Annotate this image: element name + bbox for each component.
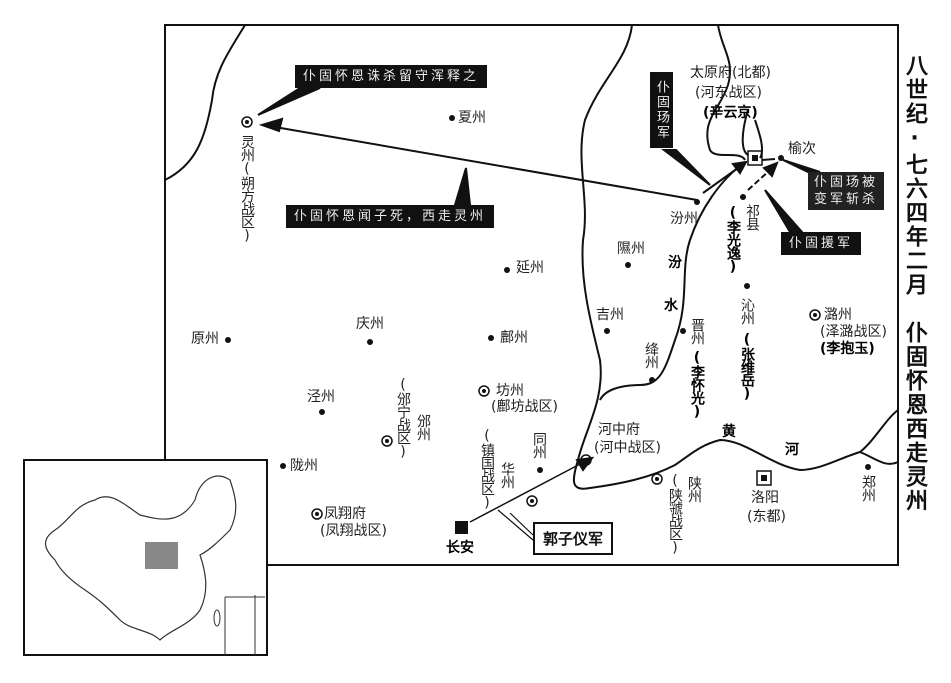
- label-jinzhou: 晋州: [689, 318, 705, 344]
- boundary-east: [706, 24, 746, 161]
- label-luoyang-alt: (东都): [747, 509, 786, 525]
- callout-line-2: 变军斩杀: [814, 192, 879, 207]
- label-huang-river-1: 黄: [722, 424, 736, 440]
- label-fengxiang: 凤翔府: [324, 506, 366, 522]
- label-yuci: 榆次: [788, 141, 816, 157]
- flee-arrow-line: [274, 126, 698, 201]
- map-title: 八世纪·七六四年二月 仆固怀恩西走灵州: [902, 54, 927, 513]
- label-taiyuan: 太原府(北都): [690, 65, 771, 81]
- callout2-pointer: [453, 167, 472, 206]
- label-fengxiang-zone: (凤翔战区): [320, 523, 387, 539]
- label-jizhou: 吉州: [596, 307, 624, 323]
- label-qixian-general: (李光逸): [725, 205, 741, 274]
- label-fen-river-2: 水: [664, 298, 678, 314]
- callout3-pointer: [661, 149, 711, 186]
- yellow-river-upper: [572, 24, 899, 490]
- label-hezhong: 河中府: [598, 422, 640, 438]
- label-zhengzhou: 郑州: [860, 475, 876, 501]
- label-huang-river-2: 河: [785, 442, 799, 458]
- changan-marker: [455, 521, 468, 534]
- label-huazhou-zone: (镇国战区): [479, 428, 495, 510]
- label-qixian: 祁县: [744, 204, 760, 230]
- label-binzhou: 邠州: [415, 414, 431, 440]
- label-binzhou-zone: (邠宁战区): [395, 377, 411, 459]
- label-jiangzhou: 绛州: [643, 342, 659, 368]
- label-changan: 长安: [446, 540, 474, 556]
- callout-killed-hun: 仆固怀恩诛杀留守浑释之: [295, 65, 488, 88]
- label-fuzhou: 鄜州: [500, 330, 528, 346]
- label-luzhou-zone: (泽潞战区): [820, 324, 887, 340]
- label-jinzhou-general: (李怀光): [689, 350, 705, 419]
- qixian-arrow-line: [747, 169, 771, 191]
- label-qinzhou: 沁州: [739, 298, 755, 324]
- guo-arrow-line: [469, 462, 583, 523]
- boundary-west: [164, 24, 246, 181]
- label-shanzhou-zone: (陕虢战区): [667, 473, 683, 555]
- label-fenzhou: 汾州: [670, 211, 698, 227]
- label-xizhou: 隰州: [617, 241, 645, 257]
- fenzhou-arrow-line: [702, 167, 739, 194]
- callout5-pointer: [764, 189, 805, 233]
- markers: [225, 115, 871, 534]
- flee-arrow-head: [258, 117, 284, 133]
- callout-guo-ziyi-army: 郭子仪军: [533, 522, 614, 555]
- label-lingzhou: 灵州(朔方战区): [239, 135, 255, 243]
- label-xiazhou: 夏州: [458, 110, 486, 126]
- callout4-pointer: [782, 159, 821, 173]
- label-luzhou: 潞州: [824, 307, 852, 323]
- yellow-river-branch: [859, 451, 899, 465]
- rivers-boundaries: [164, 24, 899, 490]
- callout-line-1: 仆固玚被: [814, 175, 879, 190]
- label-huazhou: 华州: [499, 462, 515, 488]
- map-frame: [164, 24, 899, 566]
- arrows: [257, 87, 821, 541]
- label-taiyuan-general: (辛云京): [703, 105, 758, 121]
- label-qingzhou: 庆州: [356, 316, 384, 332]
- label-luzhou-general: (李抱玉): [820, 341, 875, 357]
- label-hezhong-zone: (河中战区): [594, 440, 661, 456]
- label-luoyang: 洛阳: [751, 490, 779, 506]
- label-jingzhou: 泾州: [307, 389, 335, 405]
- label-qinzhou-general: (张维岳): [739, 332, 755, 401]
- label-longzhou: 陇州: [290, 458, 318, 474]
- label-fangzhou: 坊州: [496, 383, 524, 399]
- label-fen-river-1: 汾: [668, 255, 682, 271]
- taiyuan-branch: [741, 109, 764, 159]
- label-yanzhou: 延州: [516, 260, 544, 276]
- callout-pugu-reinforce: 仆固援军: [781, 232, 862, 255]
- callout-pugu-yang-killed: 仆固玚被变军斩杀: [808, 172, 885, 210]
- callout-flee-west: 仆固怀恩闻子死，西走灵州: [286, 205, 495, 228]
- label-taiyuan-zone: (河东战区): [695, 85, 762, 101]
- label-tongzhou: 同州: [531, 432, 547, 458]
- fen-river: [599, 161, 746, 401]
- label-fangzhou-zone: (鄜坊战区): [491, 399, 558, 415]
- china-inset: [23, 459, 268, 656]
- label-yuanzhou: 原州: [191, 331, 219, 347]
- callout1-pointer: [257, 87, 321, 116]
- label-shanzhou: 陕州: [686, 476, 702, 502]
- callout-pugu-yang-army: 仆固玚军: [650, 72, 673, 148]
